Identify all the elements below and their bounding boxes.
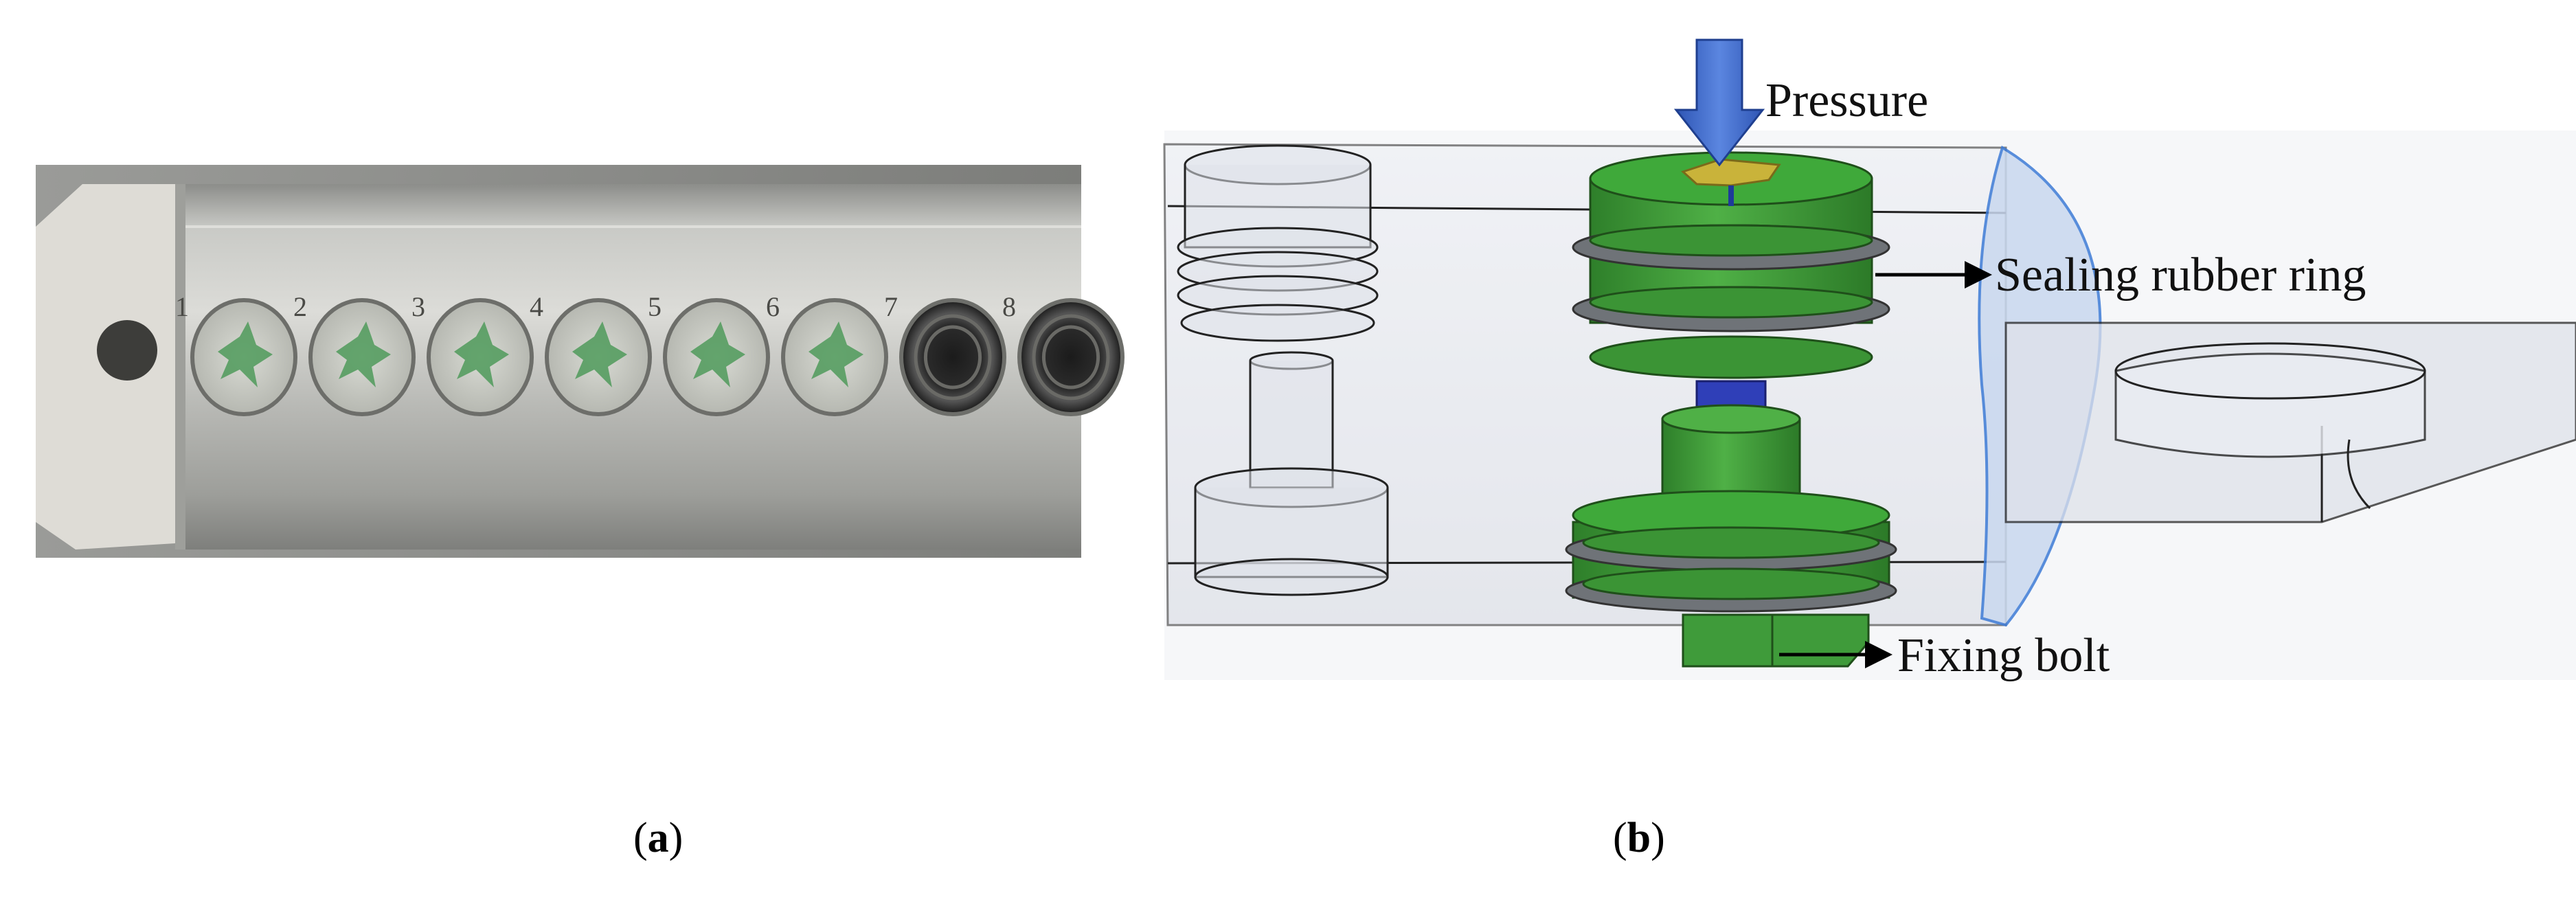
sample-slot: 8 bbox=[1002, 291, 1125, 416]
slot-thread-ring bbox=[1032, 314, 1110, 400]
seal-ring-1-top bbox=[1589, 224, 1873, 257]
seal-ring-3-top bbox=[1582, 526, 1880, 559]
seal-ring-4-top bbox=[1582, 567, 1880, 600]
pressure-arrow bbox=[1673, 38, 1765, 167]
bar-end-hole bbox=[97, 320, 157, 381]
slot-sample-mark bbox=[454, 321, 509, 387]
panel-a-photo: 1 2 3 4 5 6 7 8 bbox=[36, 165, 1125, 558]
callout-arrows bbox=[1779, 261, 1992, 668]
panel-b-caption: (b) bbox=[1613, 815, 1665, 861]
extension-bore-rim bbox=[2114, 342, 2426, 400]
sample-slot: 5 bbox=[648, 291, 770, 416]
extension-curve bbox=[2347, 439, 2371, 510]
sample-slot: 7 bbox=[884, 291, 1006, 416]
slot-number: 1 bbox=[175, 291, 189, 322]
slot-open-hole bbox=[1021, 302, 1120, 412]
sample-slots: 1 2 3 4 5 6 7 8 bbox=[175, 291, 1125, 416]
middle-sleeve-top bbox=[1661, 404, 1801, 434]
bar-shoulder bbox=[175, 184, 185, 550]
sample-slot: 3 bbox=[411, 291, 534, 416]
panel-b-letter: b bbox=[1627, 815, 1651, 861]
extension-bore bbox=[2114, 352, 2426, 458]
slot-sample-mark bbox=[572, 321, 627, 387]
ghost-base-bottom bbox=[1194, 558, 1389, 596]
slot-thread-ring bbox=[914, 314, 992, 400]
fixing-bolt-head bbox=[1682, 613, 1870, 668]
green-assembly bbox=[1565, 151, 1897, 668]
ghost-ring-4 bbox=[1180, 304, 1375, 342]
slot-sample-mark bbox=[336, 321, 391, 387]
slot-number: 7 bbox=[884, 291, 898, 322]
slot-sample-mark bbox=[809, 321, 863, 387]
slot-sample-mark bbox=[218, 321, 273, 387]
slot-thread-ring bbox=[1041, 325, 1100, 389]
seal-ring-2-top bbox=[1589, 286, 1873, 319]
sample-slot: 4 bbox=[530, 291, 652, 416]
seal-arrow-head bbox=[1965, 261, 1992, 288]
bolt-arrow-head bbox=[1865, 641, 1893, 668]
panel-a-caption: (a) bbox=[633, 815, 683, 861]
ghost-assembly bbox=[1177, 144, 1389, 596]
slot-sample-mark bbox=[690, 321, 745, 387]
upper-plug-bottom bbox=[1589, 335, 1873, 379]
sample-slot: 1 bbox=[175, 291, 297, 416]
slot-number: 3 bbox=[411, 291, 425, 322]
sealing-ring-label: Sealing rubber ring bbox=[1995, 249, 2366, 302]
sample-slot: 2 bbox=[293, 291, 416, 416]
slot-number: 8 bbox=[1002, 291, 1016, 322]
slot-number: 4 bbox=[530, 291, 543, 322]
slot-thread-ring bbox=[923, 325, 982, 389]
pressure-label: Pressure bbox=[1765, 74, 1929, 127]
sample-slot: 6 bbox=[766, 291, 888, 416]
panel-a-letter: a bbox=[647, 815, 669, 861]
slot-open-hole bbox=[903, 302, 1002, 412]
slot-number: 6 bbox=[766, 291, 780, 322]
fixing-bolt-label: Fixing bolt bbox=[1897, 629, 2110, 682]
slot-number: 2 bbox=[293, 291, 307, 322]
slot-number: 5 bbox=[648, 291, 662, 322]
panel-b-model bbox=[1163, 38, 2576, 680]
